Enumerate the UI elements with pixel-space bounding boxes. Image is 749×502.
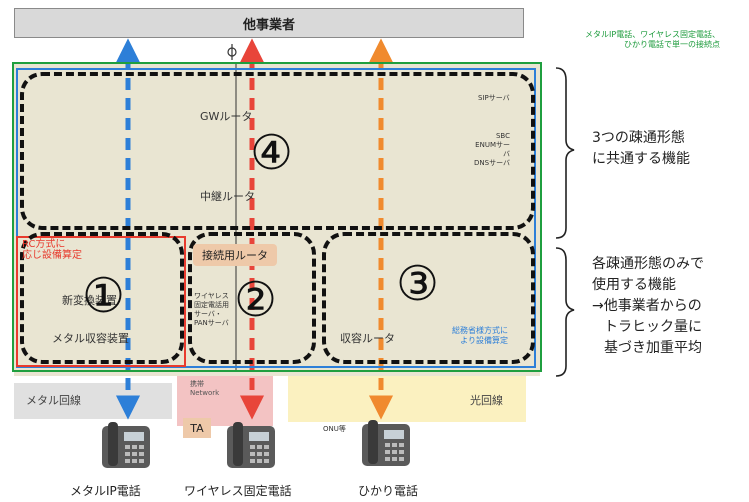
red-arrow-head-down (239, 395, 265, 420)
edge-router-label: 収容ルータ (340, 332, 395, 345)
common-note-line-2: に共通する機能 (592, 151, 690, 167)
rc-note-line-1: RC方式に (22, 239, 66, 250)
caption-hikari-phone: ひかり電話 (358, 484, 419, 498)
rc-note-line-2: 応じ設備算定 (22, 250, 82, 261)
mic-note-line-1: 総務省様方式に (452, 326, 508, 335)
gw-router-label: GWルータ (200, 110, 253, 123)
wireless-fixed-phone-icon (227, 422, 275, 468)
circle-number-2: ② (234, 272, 278, 328)
mic-method-note: 総務省様方式に より設備算定 (452, 326, 508, 346)
mobile-network-label: 携帯 Network (190, 380, 220, 397)
hikari-line-label: 光回線 (470, 394, 503, 407)
sbc-label: SBC (495, 132, 510, 140)
blue-arrow (115, 38, 141, 420)
circle-number-1: ① (82, 268, 126, 324)
wireless-server-line-2: 固定電話用 (194, 301, 229, 309)
hikari-phone-icon (362, 420, 410, 466)
onu-label: ONU等 (323, 425, 346, 433)
red-arrow-head-up (239, 38, 265, 63)
blue-arrow-head-up (115, 38, 141, 63)
common-note-line-1: 3つの疎通形態 (592, 130, 685, 146)
green-frame (12, 62, 542, 372)
circle-number-4: ④ (250, 125, 294, 181)
orange-arrow-head-down (368, 395, 394, 420)
red-frame (16, 236, 186, 367)
relay-router-label: 中継ルータ (200, 190, 255, 203)
metal-line-region (14, 383, 172, 419)
wireless-server-line-3: サーバ・ (194, 310, 222, 318)
dns-server-label: DNSサーバ (474, 159, 510, 167)
metal-function-box (20, 232, 184, 364)
metal-line-label: メタル回線 (26, 394, 81, 407)
each-note-line-3: →他事業者からの (592, 298, 702, 314)
new-conversion-device-label: 新変換装置 (62, 294, 117, 307)
main-area (14, 64, 540, 376)
mic-note-line-2: より設備算定 (460, 336, 508, 345)
hikari-function-box (322, 232, 535, 364)
server-stack: SBC ENUMサーバ DNSサーバ (470, 132, 510, 168)
sip-server-label: SIPサーバ (478, 94, 510, 102)
connection-point-icon (227, 44, 237, 60)
note-line-2: ひかり電話で単一の接続点 (624, 40, 720, 49)
note-line-1: メタルIP電話、ワイヤレス固定電話、 (585, 30, 720, 39)
wireless-function-box (188, 232, 316, 364)
caption-wireless-fixed-phone: ワイヤレス固定電話 (184, 484, 292, 498)
other-carrier-box: 他事業者 (14, 8, 524, 38)
brace-each (555, 247, 575, 377)
red-arrow (239, 38, 265, 420)
blue-frame (16, 68, 536, 368)
ta-box: TA (183, 418, 211, 438)
caption-metal-ip-phone: メタルIP電話 (70, 484, 141, 498)
brace-common (555, 67, 575, 239)
single-connection-note: メタルIP電話、ワイヤレス固定電話、 ひかり電話で単一の接続点 (528, 30, 720, 50)
hikari-line-region (288, 376, 526, 422)
each-note-line-2: 使用する機能 (592, 277, 676, 293)
orange-arrow (368, 38, 394, 420)
circle-number-3: ③ (396, 256, 440, 312)
each-note-line-5: 基づき加重平均 (604, 340, 702, 356)
wireless-servers: ワイヤレス 固定電話用 サーバ・ PANサーバ (194, 292, 229, 328)
orange-arrow-head-up (368, 38, 394, 63)
metal-accommodation-device-label: メタル収容装置 (52, 332, 129, 345)
metal-ip-phone-icon (102, 422, 150, 468)
rc-method-note: RC方式に 応じ設備算定 (22, 239, 82, 261)
common-function-note: 3つの疎通形態 に共通する機能 (592, 128, 690, 170)
blue-arrow-head-down (115, 395, 141, 420)
wireless-server-line-1: ワイヤレス (194, 292, 229, 300)
access-router-box: 接続用ルータ (193, 244, 277, 266)
enum-server-label: ENUMサーバ (475, 141, 510, 158)
each-note-line-1: 各疎通形態のみで (592, 256, 704, 272)
common-function-box (20, 72, 535, 230)
each-note-line-4: トラヒック量に (604, 319, 702, 335)
each-function-note: 各疎通形態のみで 使用する機能 →他事業者からの トラヒック量に 基づき加重平均 (592, 254, 704, 359)
wireless-server-line-4: PANサーバ (194, 319, 229, 327)
